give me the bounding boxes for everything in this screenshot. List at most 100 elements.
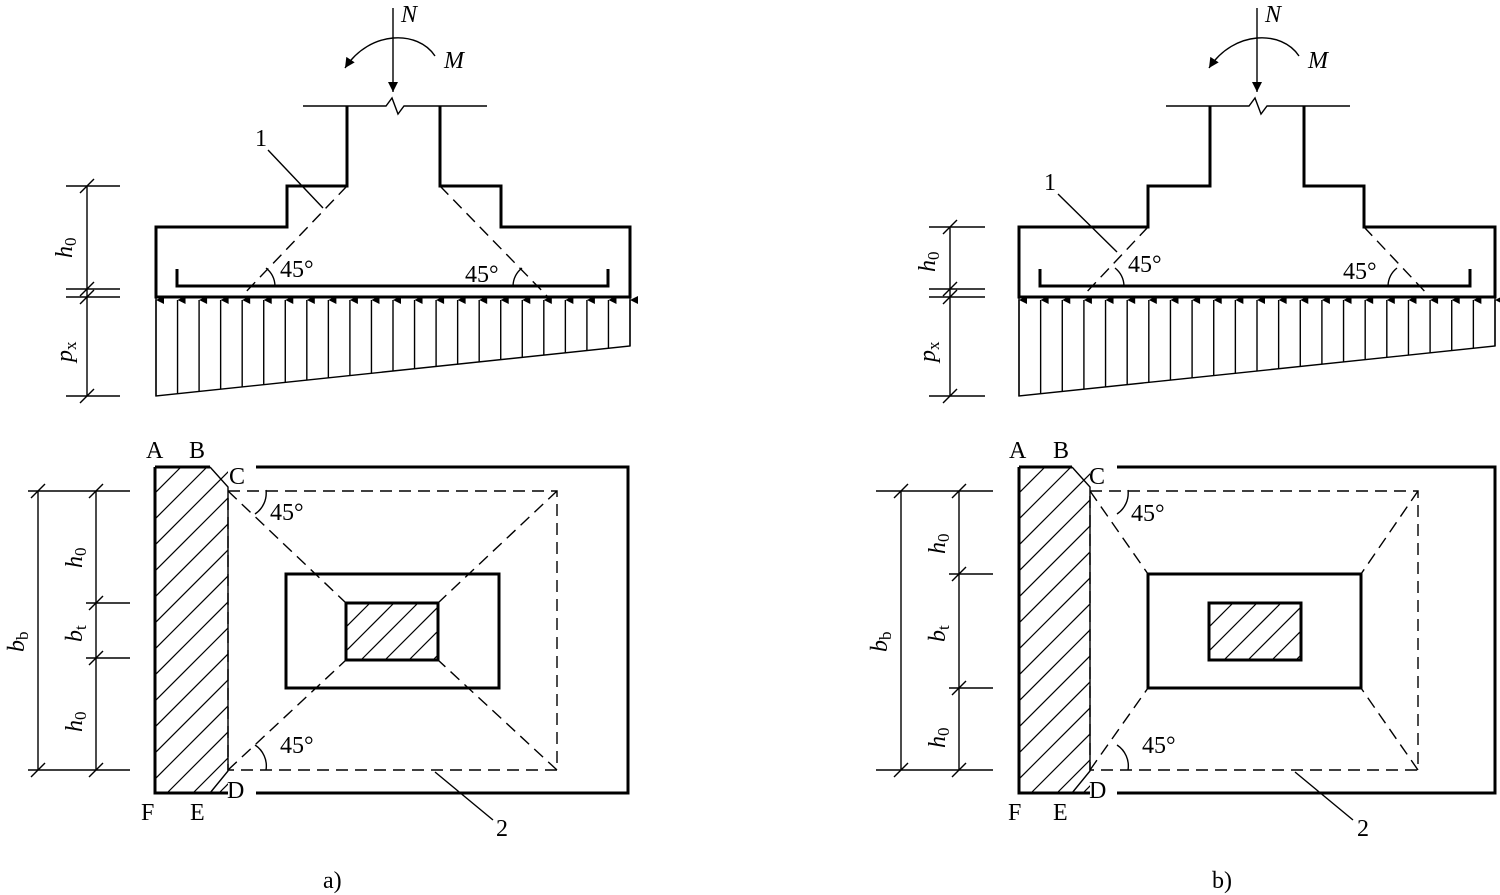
- leader-1-label: 1: [1044, 170, 1056, 196]
- hatch-line: [1291, 467, 1500, 793]
- dim-h0-top-label: h0: [62, 548, 90, 569]
- plan-angle-arc-top: [254, 489, 267, 515]
- corner-d: D: [227, 778, 244, 804]
- moment-label: M: [1307, 48, 1330, 74]
- load-n-label: N: [400, 2, 419, 28]
- moment-label: M: [443, 48, 466, 74]
- plan-a: 45° 45° A B C D E F 2: [4, 438, 831, 894]
- plan-dimensions-a: bb h0 bt h0: [4, 483, 130, 778]
- rebar: [1038, 269, 1472, 288]
- hatch-line: [427, 467, 753, 793]
- hatch-line: [479, 467, 805, 793]
- angle-arc-right: [1387, 267, 1398, 287]
- elevation-dimensions-a: h0 px: [52, 178, 120, 404]
- hatch-line: [1056, 759, 1090, 793]
- corner-e: E: [1053, 800, 1068, 826]
- punching-perimeter: [227, 490, 558, 771]
- hatch-line: [505, 467, 831, 793]
- angle-label-left: 45°: [1128, 252, 1162, 278]
- panel-caption-a: a): [323, 868, 342, 894]
- hatch-line: [432, 654, 438, 660]
- corner-f: F: [1008, 800, 1021, 826]
- strip-hatching: [155, 467, 831, 793]
- moment-arrow: [344, 37, 436, 69]
- elevation-dimensions-b: h0 px: [915, 219, 985, 404]
- hatch-line: [346, 603, 347, 604]
- punching-cone-right: [1363, 226, 1431, 298]
- leader-1-label: 1: [255, 126, 267, 152]
- hatch-line: [1209, 603, 1210, 604]
- plan-angle-arc-top: [1116, 489, 1129, 515]
- corner-a: A: [1009, 438, 1027, 464]
- footing-plan-outline: [1117, 465, 1497, 795]
- hatch-line: [1343, 467, 1500, 793]
- hatch-line: [155, 497, 228, 572]
- angle-arc-left: [265, 267, 276, 287]
- column-hatching: [346, 603, 538, 660]
- dim-bb-label: bb: [867, 632, 895, 653]
- dim-bb-label: bb: [4, 632, 32, 653]
- hatch-line: [1019, 473, 1090, 546]
- punching-cone-left: [1081, 226, 1149, 298]
- hatch-line: [155, 601, 228, 676]
- hatch-line: [1209, 603, 1258, 652]
- hatch-line: [1395, 467, 1500, 793]
- corner-c: C: [229, 464, 245, 490]
- leader-2-line: [434, 771, 494, 821]
- punching-perimeter: [1089, 490, 1419, 771]
- dim-px-label: px: [915, 341, 943, 364]
- corner-f: F: [141, 800, 154, 826]
- plan-angle-label-bottom: 45°: [1142, 733, 1176, 759]
- plan-dimensions-b: bb h0 bt h0: [867, 483, 993, 778]
- corner-c: C: [1089, 464, 1105, 490]
- hatch-line: [155, 471, 228, 546]
- hatch-line: [481, 603, 538, 660]
- plan-angle-label-bottom: 45°: [280, 733, 314, 759]
- shaded-strip: [209, 466, 229, 794]
- hatch-line: [1030, 733, 1090, 793]
- plan-angle-label-top: 45°: [1131, 501, 1165, 527]
- hatch-line: [1344, 603, 1401, 660]
- rebar: [175, 269, 610, 288]
- punching-cone-right: [439, 185, 549, 298]
- dim-h0-bottom-label: h0: [925, 728, 953, 749]
- dim-h0-top-label: h0: [925, 534, 953, 555]
- hatch-line: [155, 627, 228, 702]
- hatch-line: [323, 467, 649, 793]
- hatch-line: [1317, 467, 1500, 793]
- hatch-line: [360, 603, 419, 660]
- hatch-line: [1019, 577, 1090, 650]
- hatch-line: [1019, 681, 1090, 754]
- corner-a: A: [146, 438, 164, 464]
- leader-2-label: 2: [496, 816, 508, 842]
- footing-outline: [1017, 106, 1497, 299]
- plan-angle-arc-bottom: [254, 744, 268, 771]
- leader-1-line: [1057, 193, 1118, 253]
- footing-outline: [154, 106, 632, 299]
- hatch-line: [1019, 551, 1090, 624]
- leader-2-label: 2: [1357, 816, 1369, 842]
- hatch-line: [1209, 603, 1234, 628]
- hatch-line: [155, 705, 228, 780]
- angle-label-right: 45°: [1343, 259, 1377, 285]
- hatch-line: [1135, 467, 1461, 793]
- elevation-a: N M 45° 45° 1: [52, 2, 638, 404]
- hatch-line: [349, 467, 675, 793]
- angle-arc-right: [512, 267, 523, 287]
- hatch-line: [1187, 467, 1500, 793]
- dim-h0-label: h0: [915, 252, 943, 273]
- plan-angle-arc-bottom: [1116, 744, 1130, 771]
- moment-arrow: [1208, 37, 1300, 69]
- hatch-line: [408, 630, 438, 660]
- hatch-line: [453, 467, 779, 793]
- dim-px-label: px: [52, 341, 80, 364]
- hatch-line: [1369, 467, 1500, 793]
- pedestal-step: [284, 572, 501, 690]
- panel-b: N M 45° 45° 1: [867, 2, 1500, 894]
- dim-h0-label: h0: [52, 238, 80, 259]
- load-n-label: N: [1264, 2, 1283, 28]
- hatch-line: [1019, 525, 1090, 598]
- hatch-line: [155, 575, 228, 650]
- strip-hatching: [1019, 467, 1500, 793]
- corner-d: D: [1089, 778, 1106, 804]
